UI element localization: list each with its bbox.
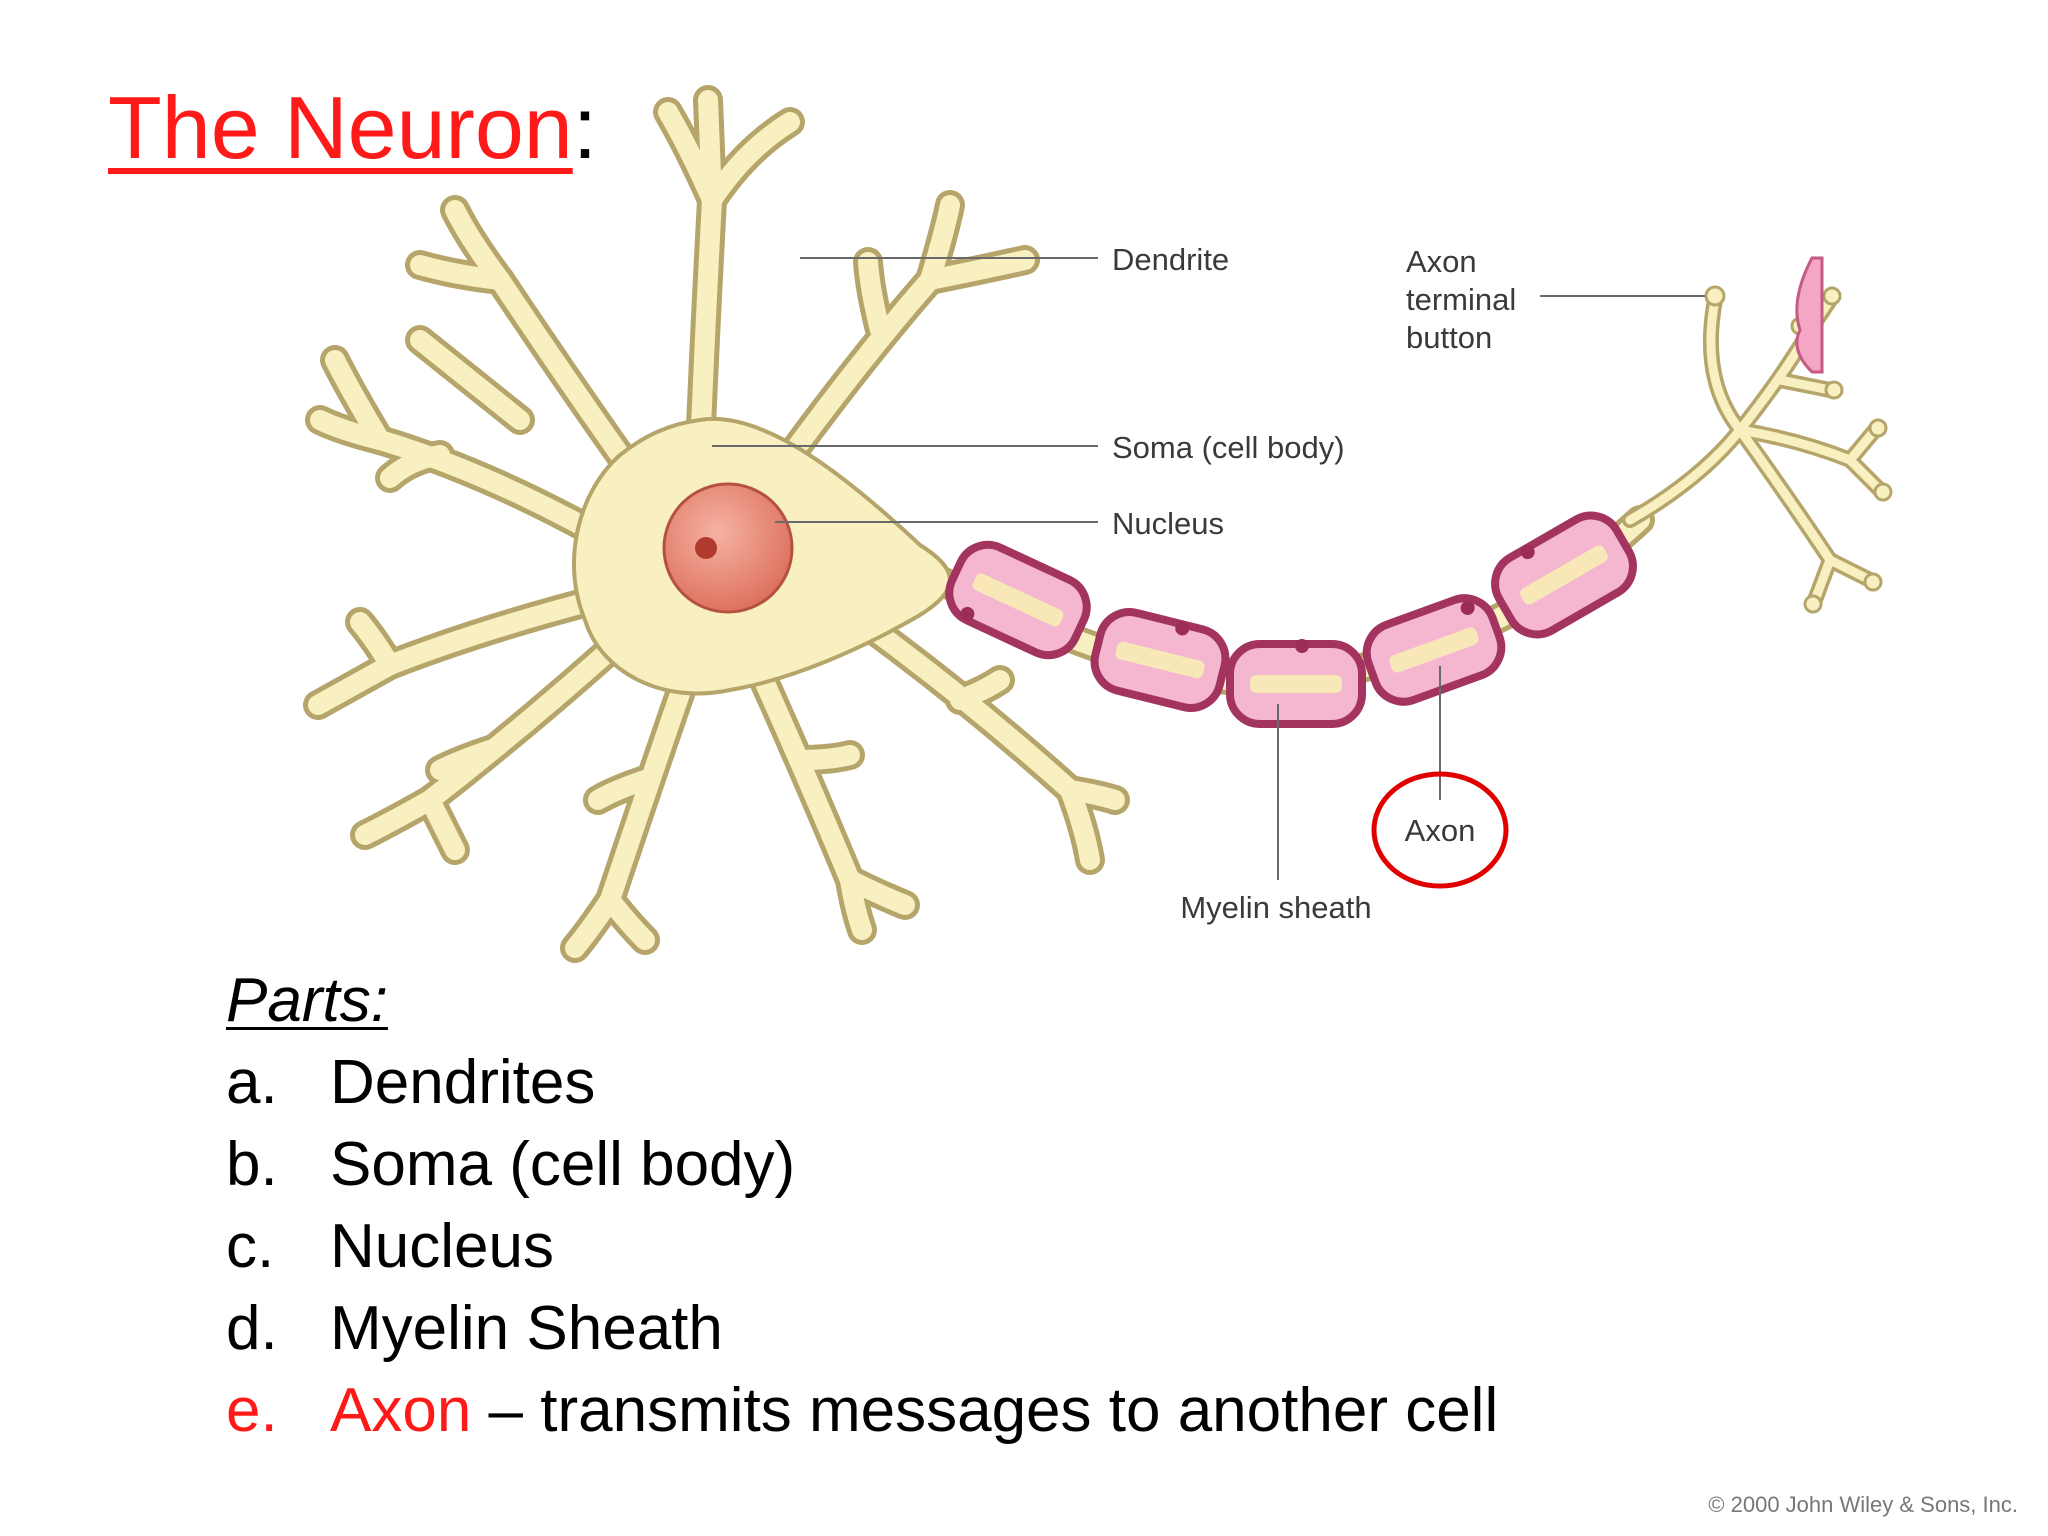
- myelin-sheath-segments: [945, 511, 1637, 728]
- title-colon: :: [572, 78, 598, 177]
- part-letter: a.: [226, 1048, 278, 1117]
- part-letter: e.: [226, 1376, 278, 1445]
- part-item-soma: b. Soma (cell body): [226, 1124, 1498, 1206]
- part-name: Dendrites: [330, 1048, 596, 1117]
- part-letter: b.: [226, 1130, 278, 1199]
- parts-heading: Parts:: [226, 966, 388, 1035]
- nucleus: [662, 482, 794, 614]
- terminal-buttons: [1704, 285, 1893, 614]
- part-letter: c.: [226, 1212, 275, 1281]
- part-description: – transmits messages to another cell: [471, 1376, 1499, 1445]
- part-name: Myelin Sheath: [330, 1294, 723, 1363]
- dendrites: [303, 85, 1130, 963]
- part-name: Soma (cell body): [330, 1130, 796, 1199]
- myelin-segment: [1491, 511, 1637, 639]
- leader-lines: [712, 257, 1705, 880]
- myelin-segment: [945, 540, 1091, 660]
- label-axon-terminal-line-3: button: [1406, 320, 1492, 355]
- part-name: Nucleus: [330, 1212, 554, 1281]
- part-item-myelin-sheath: d. Myelin Sheath: [226, 1288, 1498, 1370]
- axon-terminals: [1622, 292, 1888, 608]
- copyright-notice: © 2000 John Wiley & Sons, Inc.: [1708, 1492, 2018, 1517]
- part-item-dendrites: a. Dendrites: [226, 1042, 1498, 1124]
- myelin-segment: [1362, 594, 1506, 706]
- label-axon-terminal-line-2: terminal: [1406, 282, 1516, 317]
- label-axon-terminal-line-1: Axon: [1406, 244, 1477, 279]
- label-dendrite: Dendrite: [1112, 242, 1229, 277]
- slide-title: The Neuron:: [108, 84, 597, 172]
- label-soma: Soma (cell body): [1112, 430, 1345, 465]
- label-nucleus: Nucleus: [1112, 506, 1224, 541]
- receiving-cell: [1795, 256, 1824, 374]
- axon-highlight-circle: [1371, 771, 1509, 889]
- part-letter: d.: [226, 1294, 278, 1363]
- myelin-segment: [1226, 639, 1366, 728]
- parts-list: Parts: a. Dendrites b. Soma (cell body) …: [226, 960, 1498, 1452]
- label-axon: Axon: [1405, 813, 1476, 848]
- part-item-nucleus: c. Nucleus: [226, 1206, 1498, 1288]
- myelin-segment: [1090, 608, 1230, 712]
- label-myelin-sheath: Myelin sheath: [1180, 890, 1371, 925]
- part-name: Axon: [330, 1376, 472, 1445]
- nucleolus: [695, 537, 717, 559]
- title-text: The Neuron: [108, 78, 573, 177]
- part-item-axon: e. Axon – transmits messages to another …: [226, 1370, 1498, 1452]
